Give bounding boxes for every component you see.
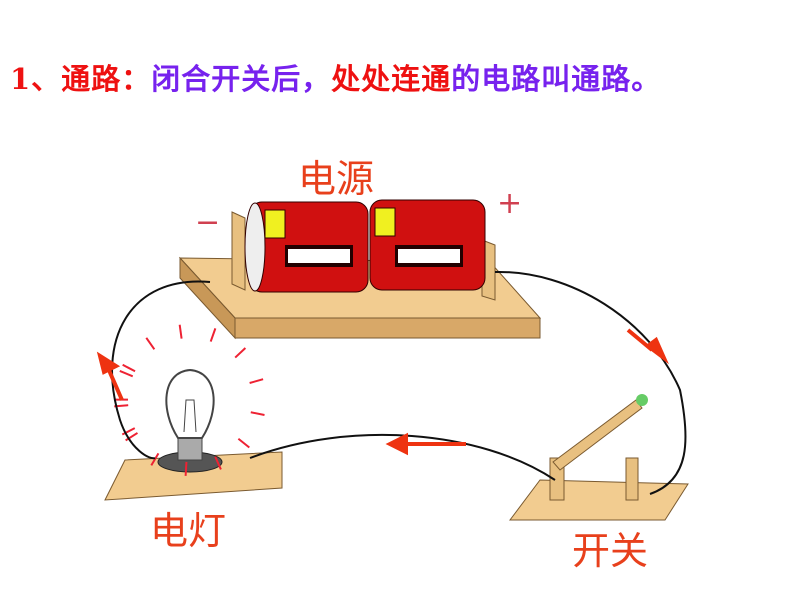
title-number: 1、 bbox=[10, 62, 62, 96]
title-term: 通路： bbox=[61, 62, 152, 96]
switch-base bbox=[509, 394, 689, 521]
arrow-up-icon bbox=[106, 367, 124, 401]
title-part1: 闭合开关后， bbox=[151, 62, 332, 96]
glow-ray bbox=[214, 456, 222, 470]
label-switch: 开关 bbox=[572, 529, 649, 573]
glow-ray bbox=[184, 461, 188, 476]
glow-ray bbox=[209, 328, 217, 342]
glow-ray bbox=[178, 324, 183, 339]
glow-ray bbox=[234, 347, 247, 359]
title-emphasis: 处处连通 bbox=[331, 62, 452, 96]
glow-ray bbox=[237, 437, 250, 449]
glow-ray bbox=[125, 432, 139, 442]
battery-cell bbox=[369, 199, 486, 291]
glow-ray bbox=[249, 378, 264, 384]
label-power-source: 电源 bbox=[298, 157, 375, 201]
plus-sign: + bbox=[497, 186, 523, 221]
glow-ray bbox=[150, 452, 160, 466]
slide-title: 1、通路：闭合开关后，处处连通的电路叫通路。 bbox=[10, 56, 661, 98]
lamp-bulb-icon bbox=[165, 368, 215, 439]
current-arrows bbox=[96, 328, 669, 456]
glow-ray bbox=[119, 369, 134, 378]
glow-ray bbox=[121, 427, 136, 436]
battery-cell bbox=[244, 201, 369, 293]
glow-ray bbox=[122, 363, 136, 373]
label-lamp: 电灯 bbox=[150, 509, 227, 553]
title-part2: 的电路叫通路。 bbox=[451, 62, 662, 96]
minus-sign: − bbox=[195, 205, 221, 240]
glow-ray bbox=[145, 337, 156, 350]
lamp-glow-rays bbox=[113, 324, 265, 476]
arrow-up-head bbox=[96, 351, 121, 375]
glow-ray bbox=[250, 411, 265, 417]
lamp-base bbox=[104, 437, 283, 501]
